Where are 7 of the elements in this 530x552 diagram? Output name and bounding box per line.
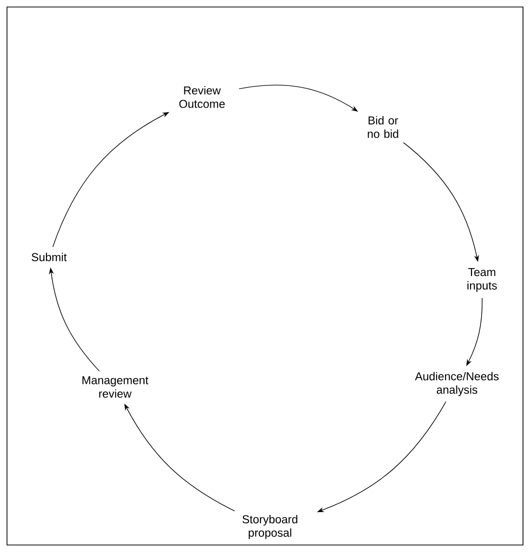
step-label: Management review	[82, 376, 148, 398]
step-label: Audience/Needs analysis	[414, 372, 499, 396]
step-label: Storyboard proposal	[242, 514, 298, 540]
step-label: Team inputs	[467, 268, 497, 292]
step-label: Review Outcome	[179, 86, 225, 108]
step-label: Bid or no bid	[368, 116, 398, 138]
step-label: Submit	[32, 252, 67, 262]
